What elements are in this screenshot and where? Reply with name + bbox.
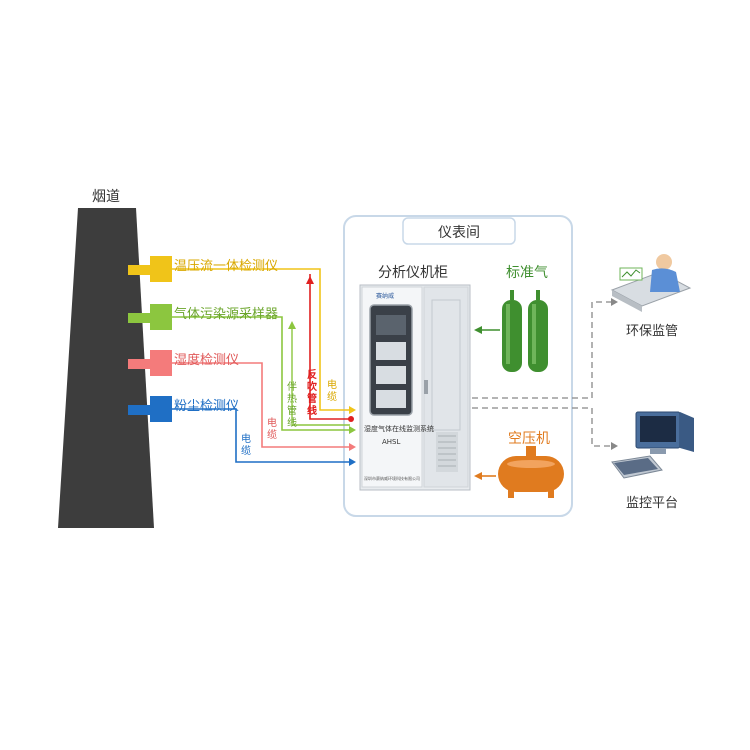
line-blue-cable (172, 408, 350, 463)
label-yellow-cable: 电缆 (327, 380, 337, 403)
room-title-tab (402, 217, 516, 245)
monitor-platform-label: 监控平台 (626, 496, 679, 511)
cabinet-company: 深圳市赛纳威环境科技有限公司 (364, 476, 420, 481)
computer-icon (611, 411, 694, 479)
label-red-backflush: 反吹管线 (307, 370, 317, 417)
supervisor-icon (610, 254, 692, 312)
line-pink-cable (172, 362, 350, 448)
sensor-probe-temp (128, 256, 172, 282)
cabinet-title: 分析仪机柜 (378, 265, 448, 281)
cabinet-name: 湿度气体在线监测系统 (364, 425, 434, 433)
line-red-backflush (309, 274, 350, 420)
label-gas-sampler: 气体污染源采样器 (174, 307, 279, 322)
gas-label: 标准气 (506, 265, 548, 281)
label-humidity-detector: 湿度检测仪 (174, 353, 240, 368)
label-temp-pressure-flow: 温压流一体检测仪 (174, 259, 279, 274)
cabinet-model: AHSL (382, 438, 401, 446)
compressor-label: 空压机 (508, 431, 550, 447)
label-pink-cable: 电缆 (267, 418, 277, 441)
sensor-probe-gas (128, 304, 172, 330)
label-blue-cable: 电缆 (241, 434, 251, 457)
link-monitor-platform (472, 407, 612, 447)
line-yellow-cable (172, 268, 350, 411)
link-env-supervision (472, 301, 612, 399)
sensor-probe-humidity (128, 350, 172, 376)
chimney-label: 烟道 (92, 189, 120, 205)
line-green-heat-trace (172, 316, 350, 431)
chimney (58, 208, 154, 528)
sensor-probe-dust (128, 396, 172, 422)
gas-cylinders (502, 290, 548, 372)
room-title: 仪表间 (438, 225, 480, 241)
analyzer-cabinet (359, 284, 471, 491)
env-supervision-label: 环保监管 (626, 324, 679, 339)
cabinet-brand: 赛纳威 (376, 293, 395, 300)
label-dust-detector: 粉尘检测仪 (174, 399, 240, 414)
label-green-heat-trace: 伴热管线 (287, 382, 297, 429)
red-line-node (348, 416, 354, 422)
air-compressor (498, 446, 564, 498)
